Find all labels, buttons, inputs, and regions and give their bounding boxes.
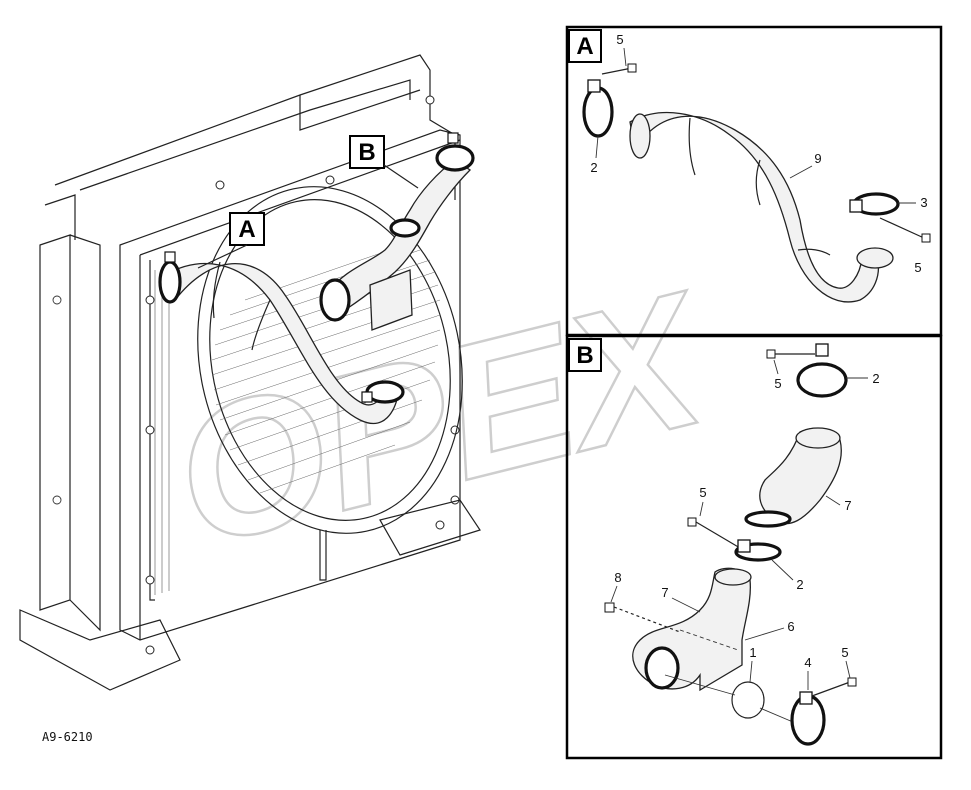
overview-callout-b: B (349, 135, 419, 189)
detail-a-label-5-right: 5 (914, 260, 921, 275)
detail-a-bolt-5-right (879, 217, 931, 243)
detail-b-clamp-2-top (796, 362, 848, 398)
detail-b-label-6: 6 (787, 619, 794, 634)
detail-b-bolt-5-middle (687, 517, 741, 549)
detail-b-title: B (576, 342, 593, 369)
detail-a-bolt-5-top (601, 63, 637, 75)
detail-a-label-3: 3 (920, 195, 927, 210)
detail-b-label-5-bottom: 5 (841, 645, 848, 660)
detail-b-label-2-top: 2 (872, 371, 879, 386)
figure-code: A9-6210 (42, 730, 93, 744)
overview-callout-a: A (197, 212, 265, 269)
detail-a-label-5-top: 5 (616, 32, 623, 47)
detail-b-bolt-5-bottom (811, 677, 857, 697)
detail-b-bolt-5-top (766, 349, 815, 359)
detail-a-clamp-2 (582, 86, 614, 138)
detail-a-title: A (576, 33, 593, 60)
detail-b-label-4: 4 (804, 655, 811, 670)
overview-clamps (158, 132, 475, 404)
detail-b-label-8: 8 (614, 570, 621, 585)
overview-callout-b-label: B (358, 139, 375, 166)
overview-callout-a-label: A (238, 216, 255, 243)
detail-b-label-1: 1 (749, 645, 756, 660)
detail-b-label-7-lower: 7 (661, 585, 668, 600)
detail-a-label-2: 2 (590, 160, 597, 175)
watermark-text: OPEX (155, 251, 729, 587)
detail-b-label-7-upper: 7 (844, 498, 851, 513)
detail-b-label-5-top: 5 (774, 376, 781, 391)
detail-b-label-5-middle: 5 (699, 485, 706, 500)
detail-b-bolt-8 (604, 602, 681, 633)
detail-b-panel: B (565, 334, 943, 760)
detail-b-label-2-middle: 2 (796, 577, 803, 592)
detail-a-panel: A 5 2 9 3 5 (565, 25, 943, 337)
watermark: OPEX (154, 250, 730, 588)
detail-b-gasket-1 (731, 681, 765, 719)
detail-a-label-9: 9 (814, 151, 821, 166)
